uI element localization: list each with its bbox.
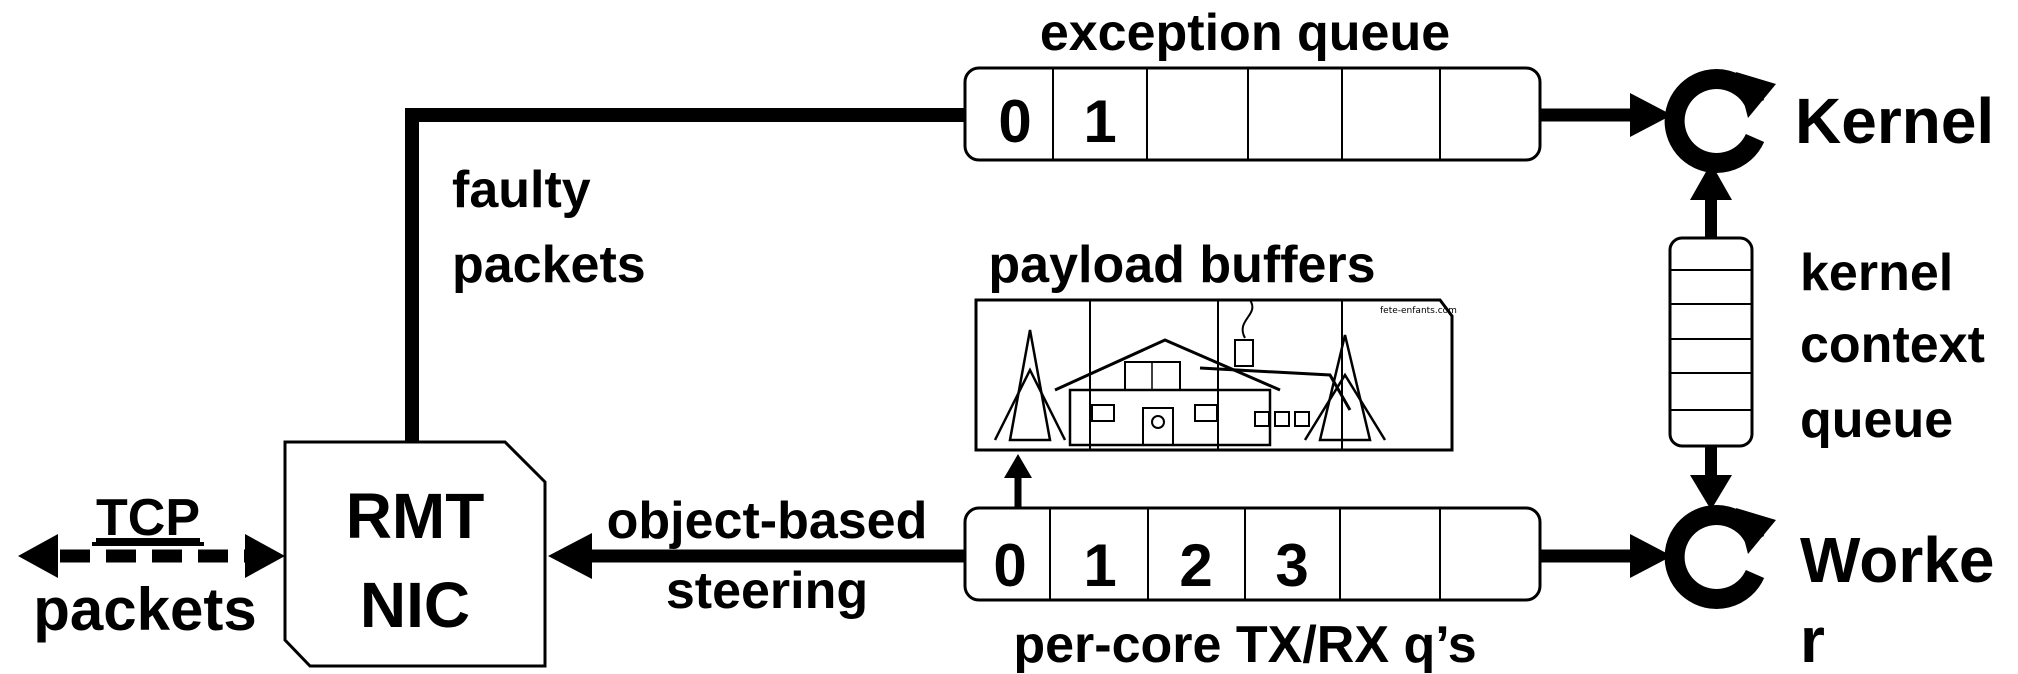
to-worker-arrowhead [1630, 534, 1672, 578]
exception-queue-title: exception queue [1040, 4, 1450, 62]
faulty-path-line [405, 108, 965, 442]
kernel-label: Kernel [1795, 85, 1994, 157]
nic-label-line2: NIC [360, 569, 470, 641]
percore-slot-0: 0 [993, 532, 1026, 599]
up-to-kernel-arrowhead [1690, 163, 1732, 200]
to-payload-arrowhead [1004, 454, 1032, 478]
steering-arrowhead [548, 533, 592, 579]
percore-slot-3: 3 [1275, 532, 1308, 599]
exception-queue: 0 1 [963, 66, 1542, 162]
nic-label-line1: RMT [346, 480, 485, 552]
exception-slot-1: 1 [1083, 88, 1116, 155]
worker-label-line1: Worke [1800, 524, 1994, 596]
watermark-text: fete-enfants.com [1380, 306, 1457, 316]
tcp-label: TCP [96, 489, 200, 547]
kctx-label-line2: context [1800, 316, 1985, 374]
payload-buffers-image: fete-enfants.com [974, 298, 1457, 452]
steering-label-line1: object-based [607, 492, 928, 550]
to-kernel-arrowhead [1630, 93, 1672, 137]
rmt-nic-box [283, 440, 547, 668]
kernel-loop-icon [1664, 69, 1776, 173]
faulty-label-line1: faulty [452, 161, 591, 219]
exception-slot-0: 0 [998, 88, 1031, 155]
steering-label-line2: steering [666, 562, 868, 620]
percore-title: per-core TX/RX q’s [1013, 616, 1476, 674]
worker-loop-icon [1664, 505, 1776, 609]
percore-slot-2: 2 [1179, 532, 1212, 599]
tcp-double-arrow [18, 534, 285, 578]
kctx-label-line3: queue [1800, 391, 1953, 449]
payload-buffers-title: payload buffers [988, 236, 1375, 294]
down-to-worker-arrowhead [1690, 475, 1732, 510]
kernel-context-queue [1668, 236, 1754, 448]
percore-queue: 0 1 2 3 [963, 506, 1542, 602]
kctx-label-line1: kernel [1800, 244, 1953, 302]
faulty-label-line2: packets [452, 236, 646, 294]
worker-label-line2: r [1800, 604, 1825, 674]
packets-label: packets [33, 576, 256, 643]
percore-slot-1: 1 [1083, 532, 1116, 599]
